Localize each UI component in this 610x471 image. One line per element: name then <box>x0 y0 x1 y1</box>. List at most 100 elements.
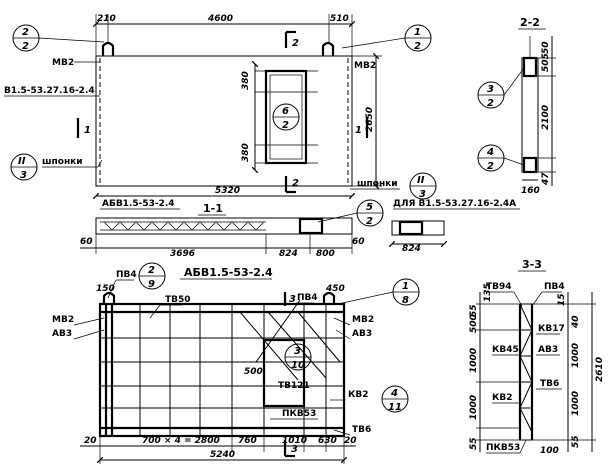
svg-text:3: 3 <box>20 170 27 181</box>
dim-5320: 5320 <box>215 186 240 196</box>
callout-2-9[interactable]: 2 9 <box>138 262 166 290</box>
label-pb4-right: ПВ4 <box>297 293 318 303</box>
callout-4-11[interactable]: 4 11 <box>381 385 409 413</box>
svg-text:3: 3 <box>419 189 426 200</box>
dim-500-3: 500 <box>469 314 479 333</box>
dim-630: 630 <box>318 436 337 446</box>
section-1-1-title: 1-1 <box>203 202 223 215</box>
label-kb45: КВ45 <box>492 345 519 355</box>
cage-frame <box>98 302 346 438</box>
callout-3-2[interactable]: 3 2 <box>477 67 525 109</box>
callout-5-2[interactable]: 5 2 <box>317 199 384 227</box>
svg-text:2: 2 <box>414 41 421 52</box>
section-3-3: 3-3 55 135 500 1000 1000 55 15 40 1000 1… <box>469 258 605 456</box>
lifting-loop-left <box>101 41 115 56</box>
label-pb4-left: ПВ4 <box>116 270 137 280</box>
label-kb2-cage: КВ2 <box>348 390 368 400</box>
dim-2100: 2100 <box>541 105 551 130</box>
dim-20-left: 20 <box>84 436 97 446</box>
dim-824-detail: 824 <box>402 244 421 254</box>
svg-text:1: 1 <box>414 27 421 38</box>
callout-6-2[interactable]: 6 2 <box>272 103 300 131</box>
dim-700x4: 700 × 4 = 2800 <box>142 436 220 446</box>
dim-20-right: 20 <box>344 436 357 446</box>
callout-3-10[interactable]: 3 10 <box>284 343 312 371</box>
callout-4-2[interactable]: 4 2 <box>477 144 525 172</box>
dim-55-bottom-3: 55 <box>469 437 479 450</box>
dim-2650: 2650 <box>365 107 375 132</box>
label-for-panel: ДЛЯ В1.5-53.27.16-2.4А <box>393 199 516 209</box>
svg-text:4: 4 <box>390 388 398 399</box>
label-shponki-left: шпонки <box>42 157 83 167</box>
dim-47: 47 <box>541 172 551 186</box>
label-kb2-3: КВ2 <box>492 393 512 403</box>
callout-1-2-top[interactable]: 1 2 <box>341 24 432 52</box>
panel-top-view: 210 4600 510 380 380 2650 5320 МВ2 МВ2 В… <box>4 14 400 196</box>
label-tb6-cage: ТВ6 <box>352 425 371 435</box>
label-tb6-3: ТВ6 <box>540 379 559 389</box>
label-mb2-cage-left: МВ2 <box>52 315 74 325</box>
reinforcement-cage: АБВ1.5-53-2.4 ПВ4 150 <box>52 266 374 464</box>
dim-210: 210 <box>97 14 116 24</box>
dim-760: 760 <box>238 436 257 446</box>
callout-1-8[interactable]: 1 8 <box>337 278 420 306</box>
dim-4600: 4600 <box>207 14 233 24</box>
cage-loop-left <box>102 291 116 304</box>
dim-1000-r1: 1000 <box>571 343 581 368</box>
svg-text:2: 2 <box>487 161 494 172</box>
label-ab3-3: АВ3 <box>538 345 558 355</box>
label-pkb53-3: ПКВ53 <box>486 443 520 453</box>
svg-text:6: 6 <box>282 106 289 117</box>
dim-55-r: 55 <box>571 435 581 448</box>
dim-380-top: 380 <box>241 71 251 90</box>
section-3-3-title: 3-3 <box>522 258 542 271</box>
svg-text:2: 2 <box>366 216 373 227</box>
lifting-loop-right <box>321 41 335 56</box>
svg-text:2: 2 <box>22 27 29 38</box>
svg-text:2: 2 <box>282 120 289 131</box>
dim-1000-a: 1000 <box>469 348 479 373</box>
label-tb50: ТВ50 <box>165 295 191 305</box>
svg-text:4: 4 <box>486 147 494 158</box>
dim-1010: 1010 <box>282 436 307 446</box>
svg-text:2: 2 <box>487 98 494 109</box>
svg-text:2: 2 <box>22 41 29 52</box>
svg-text:8: 8 <box>402 295 409 306</box>
svg-text:10: 10 <box>291 360 305 371</box>
section-2-2-title: 2-2 <box>520 16 540 29</box>
dim-3696: 3696 <box>170 249 195 259</box>
dim-60-left: 60 <box>80 237 93 247</box>
label-pkb53: ПКВ53 <box>282 409 316 419</box>
panel-outline <box>95 55 353 187</box>
svg-text:1: 1 <box>402 281 409 292</box>
label-panel-mark: В1.5-53.27.16-2.4 <box>4 86 95 96</box>
dim-824: 824 <box>279 249 298 259</box>
callout-2-2-top[interactable]: 2 2 <box>12 24 105 52</box>
callout-II-3-right[interactable]: II 3 <box>409 172 437 200</box>
dim-450: 450 <box>325 284 345 294</box>
dim-510: 510 <box>330 14 349 24</box>
svg-text:II: II <box>417 175 425 186</box>
section-1-1: 1-1 АБВ1.5-53-2.4 60 3696 824 800 60 ДЛЯ… <box>80 199 520 259</box>
dim-15: 15 <box>557 293 567 306</box>
label-pb4-3: ПВ4 <box>544 282 565 292</box>
svg-text:3: 3 <box>294 346 301 357</box>
label-ab3-cage-right: АВ3 <box>352 329 372 339</box>
dim-1000-r2: 1000 <box>571 391 581 416</box>
cage-section-3-top: 3 <box>289 294 296 305</box>
dim-100-3: 100 <box>540 446 559 456</box>
label-mb2-cage-right: МВ2 <box>352 315 374 325</box>
dim-40: 40 <box>571 315 581 329</box>
label-ab3-cage-left: АВ3 <box>52 329 72 339</box>
svg-text:5: 5 <box>366 202 373 213</box>
section-mark-1-left: 1 <box>84 125 91 136</box>
dim-500-cage: 500 <box>244 367 263 377</box>
callout-II-3-left[interactable]: II 3 <box>10 153 38 181</box>
dim-160: 160 <box>521 186 540 196</box>
label-mb2-left: МВ2 <box>52 58 74 68</box>
svg-text:II: II <box>18 156 26 167</box>
label-shponki-right: шпонки <box>357 179 398 189</box>
dim-2610: 2610 <box>595 357 605 382</box>
label-tb94: ТВ94 <box>486 282 512 292</box>
